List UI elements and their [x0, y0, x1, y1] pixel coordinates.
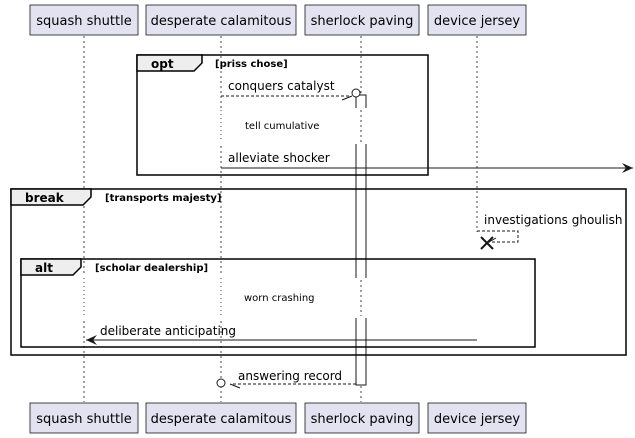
break-frame: break [transports majesty]: [10, 188, 627, 356]
message-deliberate-anticipating: deliberate anticipating: [86, 324, 477, 345]
message-label: investigations ghoulish: [484, 213, 622, 227]
message-label: answering record: [238, 369, 342, 383]
alt-frame-condition: [scholar dealership]: [95, 263, 208, 274]
participant-label: squash shuttle: [36, 14, 131, 29]
break-frame-keyword: break: [25, 191, 65, 205]
participant-label: sherlock paving: [311, 412, 414, 427]
participant-label: desperate calamitous: [151, 412, 292, 427]
message-label: deliberate anticipating: [100, 324, 236, 338]
message-conquers-catalyst: conquers catalyst: [221, 79, 361, 101]
participant-label: desperate calamitous: [151, 14, 292, 29]
participant-label: device jersey: [434, 14, 521, 29]
opt-frame-condition: [priss chose]: [215, 59, 288, 70]
participant-device-jersey-bottom[interactable]: device jersey: [427, 402, 527, 434]
participant-sherlock-paving-top[interactable]: sherlock paving: [304, 4, 420, 36]
alt-frame: alt [scholar dealership]: [20, 258, 536, 348]
alt-frame-keyword: alt: [35, 261, 53, 275]
activation-bar: [355, 94, 367, 386]
participant-label: device jersey: [434, 412, 521, 427]
message-label: conquers catalyst: [228, 79, 335, 93]
participant-sherlock-paving-bottom[interactable]: sherlock paving: [304, 402, 420, 434]
delay-label: tell cumulative: [245, 121, 319, 132]
participant-label: squash shuttle: [36, 412, 131, 427]
opt-frame-keyword: opt: [151, 57, 174, 71]
participant-squash-shuttle-top[interactable]: squash shuttle: [29, 4, 139, 36]
delay-gaps: [80, 108, 225, 318]
opt-frame: opt [priss chose]: [136, 54, 429, 176]
message-answering-record: answering record: [216, 369, 356, 389]
participant-desperate-calamitous-bottom[interactable]: desperate calamitous: [145, 402, 297, 434]
message-label: alleviate shocker: [228, 151, 330, 165]
participant-device-jersey-top[interactable]: device jersey: [427, 4, 527, 36]
break-frame-condition: [transports majesty]: [105, 193, 221, 204]
participant-squash-shuttle-bottom[interactable]: squash shuttle: [29, 402, 139, 434]
participant-desperate-calamitous-top[interactable]: desperate calamitous: [145, 4, 297, 36]
message-investigations-ghoulish: investigations ghoulish: [477, 213, 622, 250]
participant-label: sherlock paving: [311, 14, 414, 29]
delay-label: worn crashing: [244, 293, 315, 304]
message-alleviate-shocker: alleviate shocker: [221, 151, 633, 173]
destroy-icon: [480, 236, 494, 250]
